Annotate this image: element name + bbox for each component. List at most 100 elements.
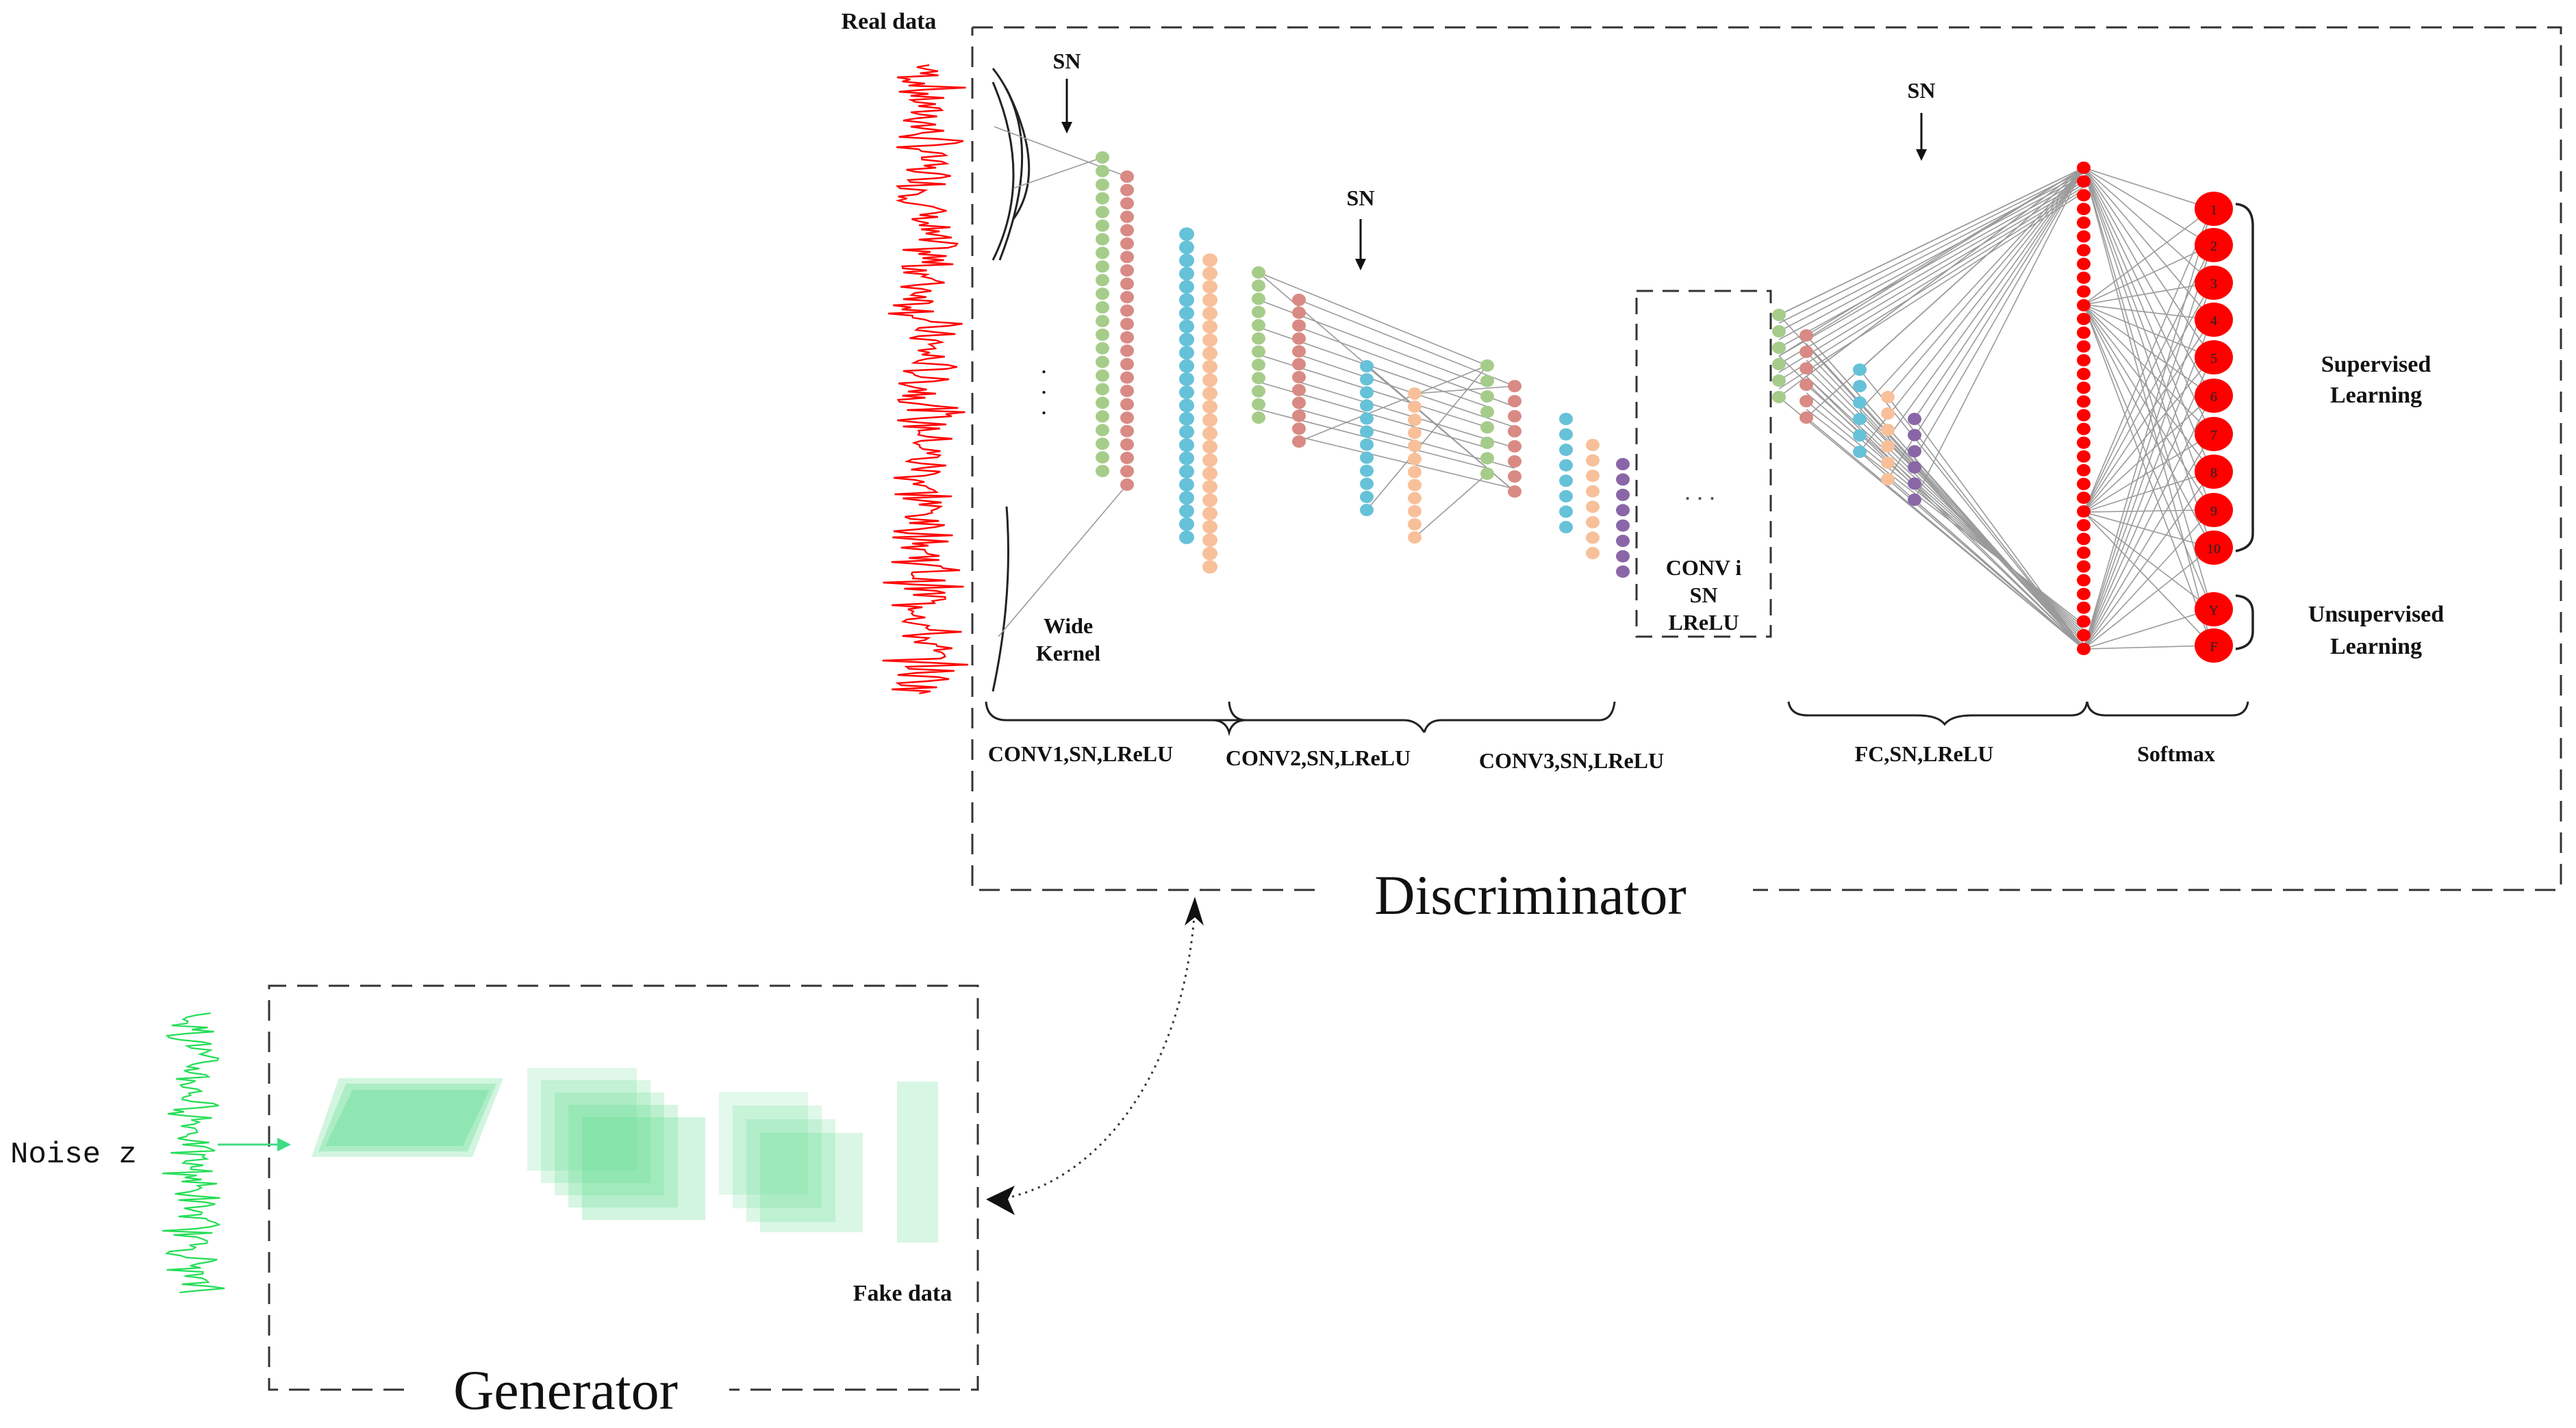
connection-line <box>1806 392 2084 630</box>
neuron <box>2077 478 2091 490</box>
connection-line <box>2083 357 2212 650</box>
neuron <box>1881 407 1895 420</box>
neuron <box>1120 357 1134 370</box>
neuron <box>1120 411 1134 424</box>
neuron <box>1480 390 1494 403</box>
neuron <box>1480 421 1494 434</box>
neuron <box>1096 424 1109 437</box>
neuron <box>1881 391 1895 403</box>
neuron <box>1120 344 1134 357</box>
neuron <box>1120 264 1134 277</box>
neuron <box>1408 413 1422 426</box>
neuron <box>1096 369 1109 382</box>
neuron <box>1120 197 1134 210</box>
connection-line <box>1778 175 2084 340</box>
neuron <box>1360 399 1374 412</box>
neuron <box>1120 170 1134 183</box>
neuron <box>1179 411 1194 426</box>
neuron <box>2077 285 2091 298</box>
connection-line <box>2083 208 2212 513</box>
connection-line <box>1298 299 1515 387</box>
neuron <box>2077 643 2091 655</box>
output-neuron <box>2195 493 2233 527</box>
neuron <box>1853 364 1867 376</box>
neuron <box>1908 413 1921 425</box>
output-class-label: 7 <box>2210 428 2217 443</box>
conv2-green-column <box>1252 266 1265 424</box>
neuron <box>1120 385 1134 397</box>
connection-line <box>2083 304 2212 358</box>
neuron <box>1480 359 1494 372</box>
connection-line <box>1806 417 2084 650</box>
connection-line <box>2083 208 2212 305</box>
neuron <box>1408 452 1422 466</box>
conv-i-label-3: LReLU <box>1668 610 1739 635</box>
neuron <box>1252 332 1265 345</box>
noise-signal <box>162 1012 225 1294</box>
neuron <box>1202 480 1217 494</box>
neuron <box>1179 464 1194 479</box>
connection-line <box>1914 167 2084 500</box>
neuron <box>1179 266 1194 281</box>
neuron <box>1202 359 1217 374</box>
neuron <box>1202 466 1217 481</box>
neuron <box>1202 520 1217 534</box>
connection-line <box>2083 244 2212 650</box>
neuron <box>2077 257 2091 270</box>
conv1-label: CONV1,SN,LReLU <box>988 741 1173 766</box>
wide-kernel-label-2: Kernel <box>1036 641 1100 665</box>
neuron <box>1096 274 1109 287</box>
neuron <box>1408 479 1422 492</box>
neuron <box>1616 488 1630 501</box>
generator-box <box>268 984 979 1391</box>
connection-line <box>2083 167 2212 246</box>
neuron <box>2077 368 2091 381</box>
neuron <box>1292 345 1306 358</box>
conv3-orange-column <box>1586 439 1600 559</box>
sn-annotation-3: SN <box>1908 78 1935 161</box>
connection-line <box>2083 244 2212 513</box>
neuron <box>1881 440 1895 452</box>
neuron <box>2077 560 2091 573</box>
neuron <box>1202 560 1217 574</box>
conv2-orange-column <box>1408 387 1422 544</box>
neuron <box>1179 517 1194 531</box>
supervised-label-2: Learning <box>2330 383 2422 408</box>
neuron <box>1360 477 1374 490</box>
neuron <box>2077 244 2091 257</box>
convi-green-column <box>1772 309 1786 403</box>
neuron <box>1559 505 1573 518</box>
fake-data-label: Fake data <box>853 1281 952 1306</box>
unsupervised-brace <box>2235 594 2254 650</box>
neuron <box>1202 400 1217 414</box>
neuron <box>2077 615 2091 628</box>
connection-line <box>2083 167 2212 548</box>
unsupervised-neuron <box>2195 592 2233 626</box>
neuron <box>1908 429 1921 442</box>
supervised-brace <box>2235 203 2254 552</box>
generator-layer-1 <box>312 1078 503 1157</box>
neuron <box>1179 346 1194 360</box>
neuron <box>1853 413 1867 425</box>
neuron <box>1179 531 1194 544</box>
neuron <box>1908 494 1921 506</box>
output-class-label: 6 <box>2210 390 2217 405</box>
neuron <box>1120 277 1134 290</box>
connection-line <box>1778 167 2084 316</box>
neuron <box>1096 437 1109 450</box>
neuron <box>1252 279 1265 292</box>
softmax-output-column <box>2195 192 2233 663</box>
unsupervised-class-label: F <box>2210 639 2217 654</box>
conv2-label: CONV2,SN,LReLU <box>1226 745 1411 770</box>
conv1-orange-column <box>1202 253 1217 574</box>
neuron <box>1508 470 1521 483</box>
neuron <box>1120 237 1134 250</box>
connection-line <box>2083 319 2212 513</box>
neuron <box>1096 178 1109 191</box>
connection-line <box>2083 167 2212 283</box>
convi-orange-column <box>1881 391 1895 485</box>
connection-line <box>1806 351 2084 644</box>
conv-i-label-2: SN <box>1690 583 1718 607</box>
conv1-blue-column <box>1179 227 1194 544</box>
neuron <box>1908 477 1921 490</box>
